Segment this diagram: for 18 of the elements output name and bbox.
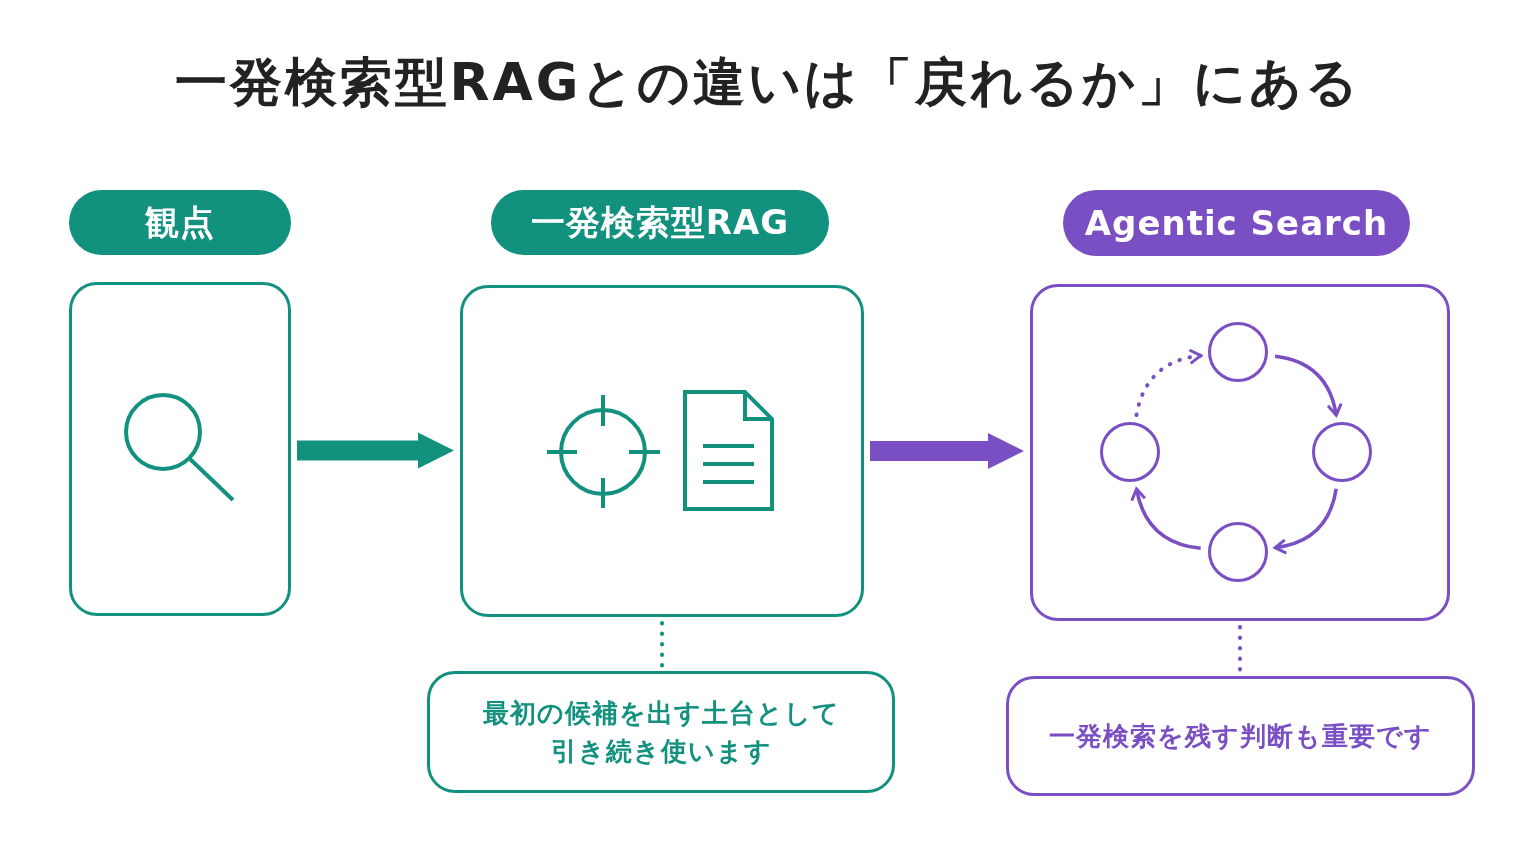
header-pill: 観点 bbox=[69, 190, 291, 255]
curved-arrow bbox=[1130, 487, 1201, 551]
curved-arrow bbox=[1273, 488, 1338, 555]
dotted-arrow bbox=[1134, 349, 1203, 418]
cycle-circle bbox=[1100, 422, 1160, 482]
block-arrow bbox=[297, 432, 454, 469]
curved-arrow bbox=[1274, 354, 1343, 417]
header-pill: Agentic Search bbox=[1063, 190, 1410, 256]
header-pill: 一発検索型RAG bbox=[491, 190, 829, 255]
title: 一発検索型RAGとの違いは「戻れるか」にある bbox=[173, 51, 1363, 114]
dotted-line bbox=[660, 621, 664, 669]
cycle-circle bbox=[1312, 422, 1372, 482]
note-box: 最初の候補を出す土台として引き続き使います bbox=[427, 671, 895, 793]
block-arrow bbox=[870, 433, 1024, 469]
note-box: 一発検索を残す判断も重要です bbox=[1006, 676, 1475, 796]
cycle-circle bbox=[1208, 322, 1268, 382]
cycle-circle bbox=[1208, 522, 1268, 582]
dotted-line bbox=[1238, 625, 1242, 674]
